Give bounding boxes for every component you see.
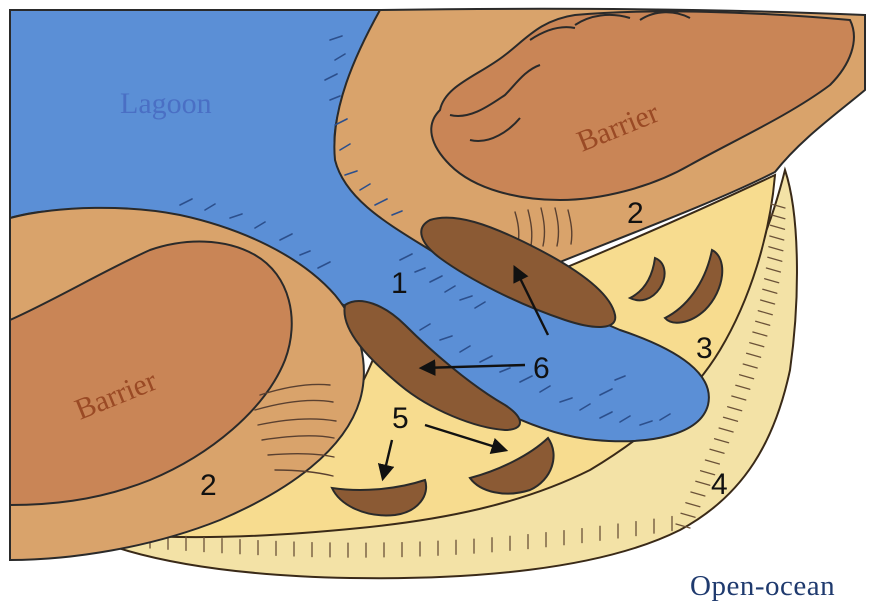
- marker-5: 5: [392, 402, 409, 435]
- lagoon-label: Lagoon: [120, 87, 212, 120]
- marker-2-bottom: 2: [200, 469, 217, 502]
- open-ocean-label: Open-ocean: [690, 570, 835, 602]
- marker-4: 4: [711, 468, 728, 501]
- marker-6: 6: [533, 352, 550, 385]
- marker-3: 3: [696, 332, 713, 365]
- marker-1: 1: [391, 267, 408, 300]
- marker-2-top: 2: [627, 197, 644, 230]
